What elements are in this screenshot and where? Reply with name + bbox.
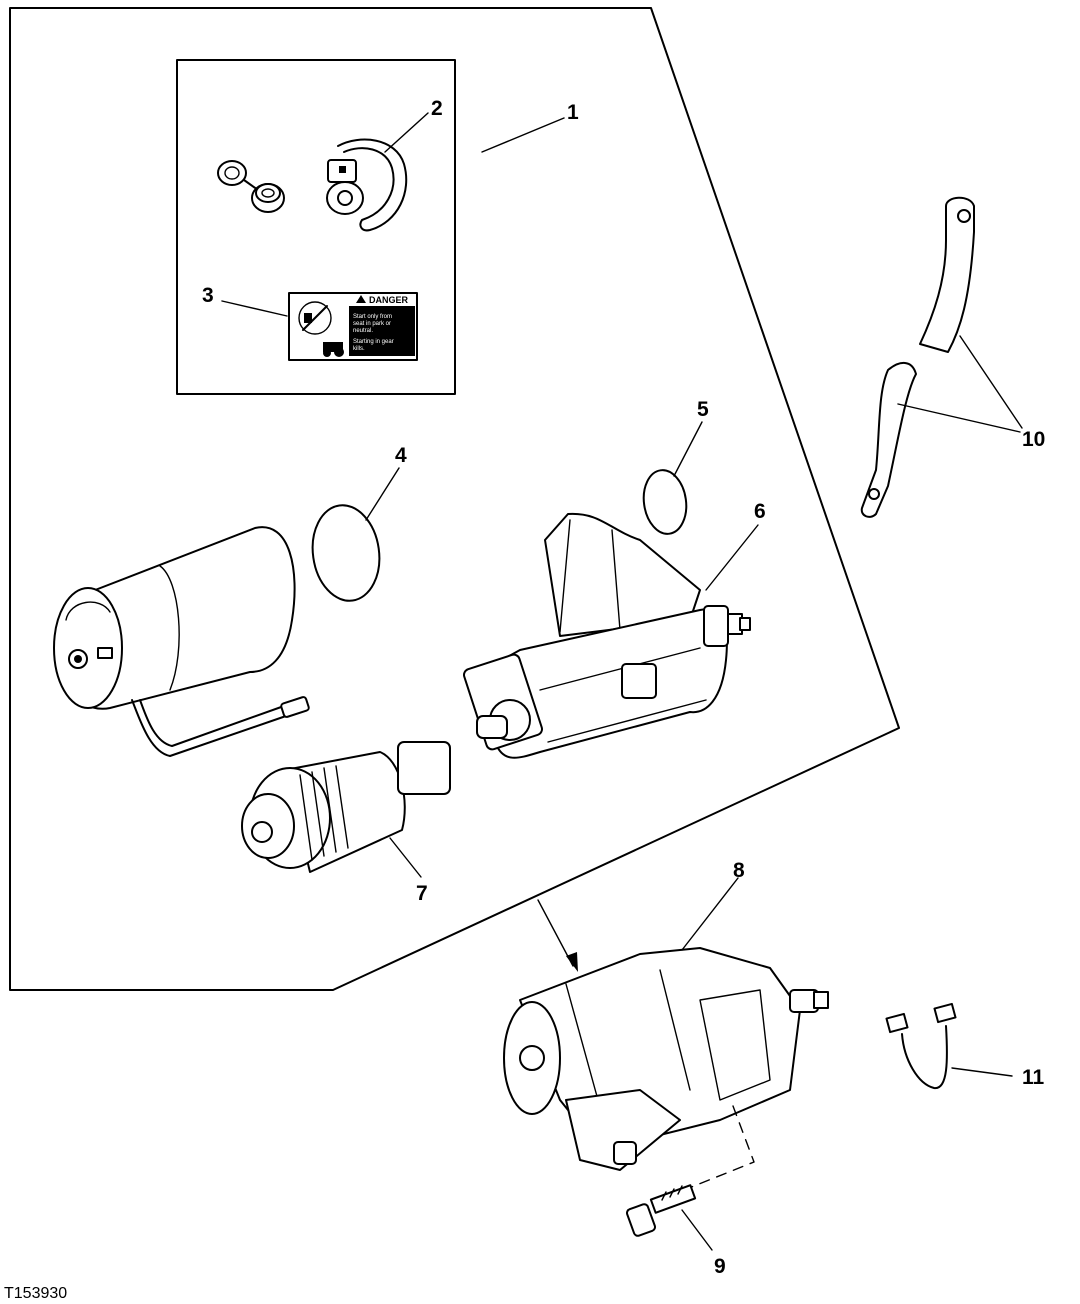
callout-1: 1 xyxy=(567,101,579,124)
leader-11 xyxy=(951,1067,1013,1077)
callout-9: 9 xyxy=(714,1255,726,1278)
leader-5 xyxy=(673,421,703,477)
callout-2: 2 xyxy=(431,97,443,120)
drive-pinion xyxy=(241,741,451,873)
leader-6 xyxy=(705,524,759,591)
leader-8 xyxy=(681,877,739,951)
leader-4 xyxy=(365,467,400,521)
warning-triangle-icon xyxy=(356,295,366,303)
decal-line: Starting in gear xyxy=(353,339,394,345)
decal-line: kills. xyxy=(353,346,365,352)
callout-7: 7 xyxy=(416,882,428,905)
leader-10b xyxy=(897,403,1021,433)
leader-2 xyxy=(384,112,429,153)
callout-10: 10 xyxy=(1022,428,1045,451)
callout-3: 3 xyxy=(202,284,214,307)
callout-8: 8 xyxy=(733,859,745,882)
leader-1 xyxy=(481,117,565,153)
o-ring-small xyxy=(642,469,688,535)
callout-11: 11 xyxy=(1022,1066,1045,1089)
assembly-arrow-line xyxy=(537,899,574,967)
decal-line: neutral. xyxy=(353,328,373,334)
boot-caps xyxy=(217,160,285,213)
bolt-dashed-line xyxy=(683,1105,755,1191)
retaining-clip xyxy=(326,138,408,232)
wire-lead xyxy=(885,1002,957,1089)
callout-6: 6 xyxy=(754,500,766,523)
starter-motor-housing xyxy=(53,526,310,757)
kit-outline xyxy=(9,7,900,991)
leader-3 xyxy=(221,300,288,317)
figure-id: T153930 xyxy=(4,1285,67,1302)
o-ring-large xyxy=(311,504,381,602)
parts-inset-box xyxy=(176,59,456,395)
leader-9 xyxy=(681,1209,713,1251)
starter-assembly xyxy=(503,947,829,1171)
leader-10 xyxy=(959,335,1023,429)
callout-5: 5 xyxy=(697,398,709,421)
safety-decal: DANGER Start only from seat in park or n… xyxy=(288,292,418,361)
mounting-bolt xyxy=(626,1184,697,1237)
assembly-arrow-head xyxy=(566,952,578,972)
callout-4: 4 xyxy=(395,444,407,467)
leader-7 xyxy=(389,837,422,878)
decal-heading: DANGER xyxy=(369,295,409,305)
decal-line: seat in park or xyxy=(353,321,391,327)
ground-straps xyxy=(860,196,975,518)
drive-housing-assembly xyxy=(463,512,751,759)
decal-line: Start only from xyxy=(353,314,392,320)
